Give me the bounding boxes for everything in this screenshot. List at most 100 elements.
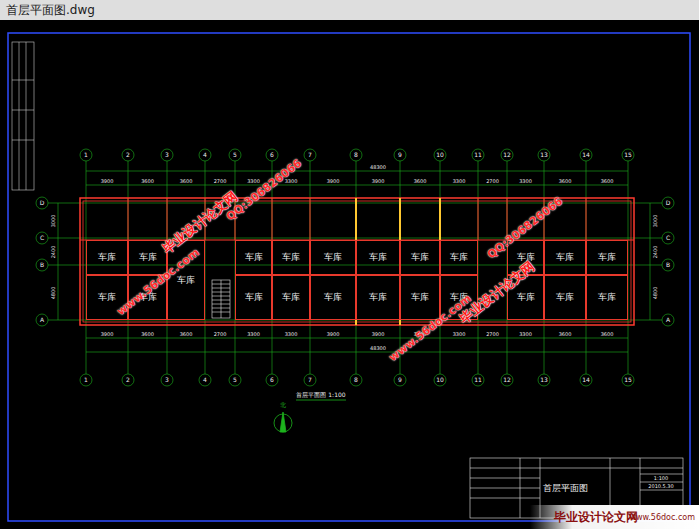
- dimension: 2700: [214, 179, 227, 184]
- dimension: 3300: [285, 332, 298, 337]
- axis-number: 4: [203, 152, 207, 158]
- axis-number: 5: [233, 377, 237, 383]
- axis-number: 9: [398, 377, 402, 383]
- dimension: 3900: [327, 332, 340, 337]
- axis-number: 11: [474, 377, 482, 383]
- dimension: 3600: [180, 179, 193, 184]
- garage-room: 车库: [272, 240, 310, 275]
- dimension: 3300: [453, 332, 466, 337]
- dimension: 3600: [559, 332, 572, 337]
- dimension: 3600: [414, 179, 427, 184]
- axis-number: 5: [233, 152, 237, 158]
- window-title: 首层平面图.dwg: [6, 4, 95, 16]
- garage-room: 车库: [544, 275, 586, 320]
- axis-letter: A: [40, 317, 44, 323]
- dimension: 3600: [141, 332, 154, 337]
- axis-number: 6: [270, 152, 274, 158]
- axis-number: 11: [474, 152, 482, 158]
- axis-letter: D: [666, 200, 671, 206]
- room-label: 车库: [555, 253, 575, 262]
- room-label: 车库: [410, 293, 430, 302]
- axis-number: 1: [84, 377, 88, 383]
- binding-table: [12, 42, 34, 190]
- axis-number: 7: [308, 377, 312, 383]
- logo-band: [530, 505, 699, 529]
- room-label: 车库: [597, 253, 617, 262]
- dimension: 3600: [559, 179, 572, 184]
- garage-room: 车库: [400, 275, 440, 320]
- room-label: 车库: [244, 293, 264, 302]
- title-block-text: 1:100: [654, 476, 668, 481]
- dimension-total: 48300: [370, 165, 386, 170]
- garage-room: 车库: [235, 240, 272, 275]
- room-label: 车库: [555, 293, 575, 302]
- dimension: 2400: [653, 245, 658, 258]
- axis-number: 14: [582, 377, 590, 383]
- dimension: 3000: [653, 214, 658, 227]
- axis-number: 8: [354, 377, 358, 383]
- north-arrow: [274, 400, 346, 432]
- site-logo: www.56doc.com: [629, 514, 695, 522]
- room-label: 车库: [410, 253, 430, 262]
- garage-room: 车库: [86, 240, 128, 275]
- dimension: 3300: [519, 179, 532, 184]
- garage-room: 车库: [440, 240, 478, 275]
- drawing-frame: [8, 33, 690, 521]
- model-space: [0, 20, 699, 529]
- garage-room: 车库: [310, 240, 356, 275]
- garage-room: 车库: [356, 240, 400, 275]
- dimension: 3000: [51, 214, 56, 227]
- dimension: 3600: [601, 179, 614, 184]
- axis-number: 12: [503, 377, 511, 383]
- axis-letter: D: [40, 200, 45, 206]
- drawing-caption: 首层平面图 1:100: [296, 392, 345, 398]
- title-block-text: 2010.5.30: [648, 484, 673, 489]
- room-label: 车库: [244, 253, 264, 262]
- axis-letter: B: [40, 262, 44, 268]
- axis-letter: B: [666, 262, 670, 268]
- axis-number: 10: [436, 377, 444, 383]
- dimension: 3300: [247, 179, 260, 184]
- axis-number: 1: [84, 152, 88, 158]
- axis-number: 9: [398, 152, 402, 158]
- axis-number: 8: [354, 152, 358, 158]
- room-label: 车库: [597, 293, 617, 302]
- axis-grid: [36, 149, 674, 386]
- site-logo: 毕业设计论文网: [554, 511, 638, 523]
- garage-room: 车库: [586, 240, 628, 275]
- axis-number: 13: [540, 377, 548, 383]
- walls: [80, 198, 634, 325]
- axis-letter: C: [40, 235, 44, 241]
- dimension: 2400: [51, 245, 56, 258]
- dimension: 2700: [486, 332, 499, 337]
- dimension: 3900: [372, 332, 385, 337]
- dimension-total: 48300: [370, 346, 386, 351]
- axis-letter: A: [666, 317, 670, 323]
- garage-room: 车库: [356, 275, 400, 320]
- axis-number: 13: [540, 152, 548, 158]
- dimension: 3300: [519, 332, 532, 337]
- dimension: 3600: [141, 179, 154, 184]
- dimension: 3900: [101, 179, 114, 184]
- axis-letter: C: [666, 235, 670, 241]
- axis-number: 12: [503, 152, 511, 158]
- axis-number: 4: [203, 377, 207, 383]
- dimension: 3600: [601, 332, 614, 337]
- dimension: 3300: [453, 179, 466, 184]
- dimension: 2700: [214, 332, 227, 337]
- axis-number: 2: [126, 377, 130, 383]
- garage-room: 车库: [544, 240, 586, 275]
- room-label: 车库: [323, 293, 343, 302]
- dimension: 4800: [51, 286, 56, 299]
- title-block-text: 首层平面图: [543, 484, 588, 493]
- garage-room: 车库: [310, 275, 356, 320]
- room-label: 车库: [449, 253, 469, 262]
- room-label: 车库: [368, 293, 388, 302]
- garage-room: 车库: [400, 240, 440, 275]
- dimension: 3600: [180, 332, 193, 337]
- room-label: 车库: [176, 276, 196, 285]
- room-label: 车库: [97, 293, 117, 302]
- garage-room: 车库: [586, 275, 628, 320]
- room-label: 车库: [138, 253, 158, 262]
